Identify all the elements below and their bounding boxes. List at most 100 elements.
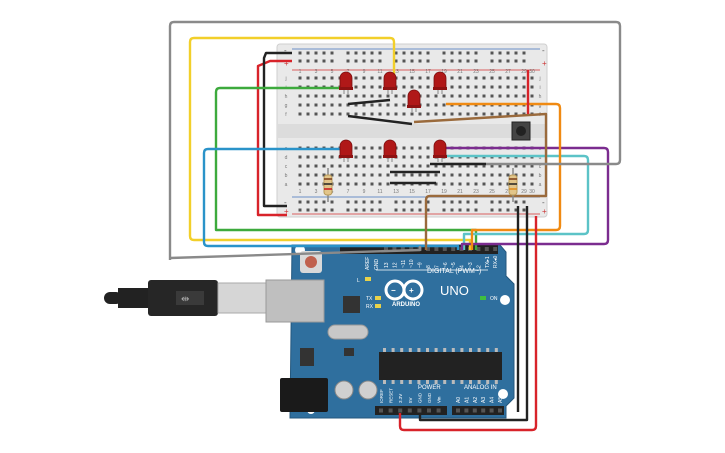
usb-cable: ⇹ (104, 279, 325, 323)
wire-blue[interactable] (202, 147, 460, 250)
digital-pin[interactable] (484, 247, 489, 251)
power-pin[interactable] (407, 408, 412, 413)
digital-pin[interactable] (400, 247, 405, 251)
breadboard-hole (362, 182, 366, 186)
column-number-top: 25 (489, 69, 495, 75)
wire-green[interactable] (214, 86, 478, 250)
led[interactable] (433, 139, 447, 162)
rail-hole (506, 200, 510, 204)
chip-leg (486, 348, 490, 352)
digital-pin[interactable] (426, 247, 430, 251)
rail-minus-label-bottom: - (284, 198, 287, 207)
breadboard-hole (306, 112, 310, 116)
power-pin[interactable] (417, 408, 422, 413)
rail-hole (314, 59, 318, 63)
power-pin[interactable] (436, 408, 441, 413)
resistor-right-body (508, 174, 518, 196)
power-pin[interactable] (388, 408, 393, 413)
breadboard-hole (498, 85, 502, 89)
reset-button[interactable] (305, 256, 317, 268)
rail-hole (450, 59, 454, 63)
rail-hole (410, 200, 414, 204)
analog-pin[interactable] (464, 408, 469, 413)
digital-pin[interactable] (476, 247, 481, 251)
analog-pin[interactable] (481, 408, 486, 413)
rail-hole (506, 51, 510, 55)
analog-pin[interactable] (456, 408, 460, 413)
breadboard-hole (522, 182, 526, 186)
jumper-top-left[interactable] (347, 98, 391, 106)
digital-pin[interactable] (493, 247, 498, 251)
led[interactable] (433, 71, 447, 94)
wire-gray[interactable] (168, 20, 622, 260)
chip-leg (443, 380, 447, 384)
wire-gray-to-board[interactable] (169, 246, 422, 260)
led[interactable] (339, 139, 353, 162)
power-pin[interactable] (379, 408, 383, 413)
analog-pin-label: A3 (481, 397, 487, 403)
breadboard-hole (322, 173, 326, 177)
row-letter: a (285, 182, 288, 188)
rail-minus-label-top: - (284, 46, 287, 55)
wire-orange[interactable] (446, 102, 562, 250)
wire-red-left[interactable] (256, 59, 292, 217)
breadboard-hole (458, 182, 462, 186)
led[interactable] (383, 139, 397, 162)
breadboard-hole (514, 85, 518, 89)
wire-red-5v[interactable] (398, 216, 538, 432)
breadboard-hole (314, 173, 318, 177)
jumper-middle[interactable] (347, 114, 413, 126)
wire-cyan[interactable] (440, 154, 590, 250)
chip-leg (391, 380, 395, 384)
power-pin[interactable] (398, 408, 403, 413)
analog-pin[interactable] (472, 408, 477, 413)
row-letter: d (539, 155, 542, 161)
breadboard-hole (354, 94, 358, 98)
leds (339, 71, 447, 162)
wire-purple[interactable] (440, 146, 610, 250)
digital-pin[interactable] (434, 247, 439, 251)
mount-hole-right-bottom (498, 389, 508, 399)
rail-hole (394, 208, 398, 212)
led[interactable] (339, 71, 353, 94)
row-letter: j (538, 76, 540, 82)
analog-pin-label: A4 (490, 397, 496, 403)
breadboard-hole (330, 112, 334, 116)
breadboard-hole (482, 182, 486, 186)
breadboard-hole (490, 173, 494, 177)
digital-pin[interactable] (451, 247, 456, 251)
capacitor-left (334, 380, 354, 400)
led[interactable] (407, 89, 421, 112)
breadboard-hole (386, 112, 390, 116)
aref-label: AREF (365, 257, 371, 270)
breadboard-hole (394, 173, 398, 177)
rail-hole (442, 51, 446, 55)
wire-black-gnd[interactable] (418, 206, 529, 422)
digital-pin[interactable] (409, 247, 414, 251)
rail-hole (306, 59, 310, 63)
wire-brown[interactable] (413, 112, 548, 250)
column-number-bottom: 3 (315, 189, 318, 195)
led[interactable] (383, 71, 397, 94)
breadboard-hole (338, 173, 342, 177)
pushbutton[interactable] (511, 121, 531, 141)
led-body (339, 71, 353, 90)
wire-black-left[interactable] (262, 51, 292, 208)
digital-pin[interactable] (384, 247, 388, 251)
analog-pin[interactable] (489, 408, 494, 413)
analog-pin[interactable] (498, 408, 502, 413)
digital-pin-label: 12 (392, 262, 398, 268)
rail-hole (410, 51, 414, 55)
digital-pin[interactable] (442, 247, 447, 251)
breadboard-hole (482, 76, 486, 80)
breadboard-hole (498, 94, 502, 98)
column-labels-top: 135791113151719212325272930 (299, 69, 535, 75)
digital-pin[interactable] (392, 247, 397, 251)
wire-yellow[interactable] (188, 36, 472, 250)
resistor-left[interactable] (323, 168, 333, 202)
power-pin[interactable] (427, 408, 431, 413)
rail-hole (442, 59, 446, 63)
resistor-right[interactable] (508, 168, 518, 202)
digital-pin-label: 2 (476, 265, 482, 268)
